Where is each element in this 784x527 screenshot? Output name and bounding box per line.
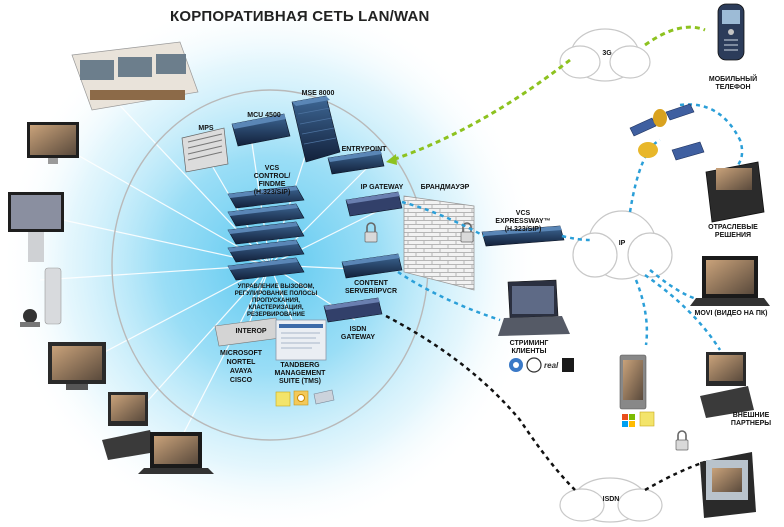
content-server-label: CONTENT SERVER/IPVCR <box>345 280 397 295</box>
mps-label: MPS <box>198 125 214 132</box>
mse-label: MSE 8000 <box>301 90 335 97</box>
lotus-icon-small <box>639 411 655 427</box>
lock-icon-isdn <box>675 430 689 451</box>
entrypoint-label: ENTRYPOINT <box>341 146 387 153</box>
ip-gateway[interactable] <box>345 191 403 217</box>
mobile-phone[interactable] <box>717 3 745 61</box>
streaming-label: СТРИМИНГ КЛИЕНТЫ <box>509 340 549 355</box>
link-satellite-industry <box>679 103 744 166</box>
interop-label: INTEROP <box>235 328 267 335</box>
vendor-avaya: AVAYA <box>229 368 253 375</box>
cloud-isdn-label: ISDN <box>602 496 620 503</box>
quicktime-icon <box>509 358 523 372</box>
vcs-expressway-label: VCS EXPRESSWAY™ (H.323/SIP) <box>495 210 551 233</box>
streaming-laptop[interactable] <box>498 279 570 336</box>
link-isdn <box>385 314 576 491</box>
vcs-expressway[interactable] <box>481 225 565 247</box>
lock-icon-1 <box>364 222 378 243</box>
firewall-label: БРАНДМАУЭР <box>420 184 470 191</box>
isdn-room-system[interactable] <box>700 452 756 518</box>
envelope-icon <box>313 389 335 405</box>
link-ip-movi <box>649 269 701 302</box>
vendor-microsoft: MICROSOFT <box>220 350 262 357</box>
pda-device[interactable] <box>619 354 647 410</box>
link-3g-entrypoint <box>391 58 571 162</box>
link-3g-mobile <box>644 25 706 47</box>
firewall <box>403 195 475 291</box>
link-ipgw-expressway <box>401 200 485 238</box>
svg-text:real: real <box>544 361 559 370</box>
industry-case[interactable] <box>705 161 765 223</box>
cloud-3g <box>559 28 651 82</box>
movi-laptop[interactable] <box>690 256 770 306</box>
content-server[interactable] <box>341 253 403 279</box>
laptop-endpoint[interactable] <box>138 432 214 474</box>
personal-videophone-1[interactable] <box>48 342 106 390</box>
mps-unit[interactable] <box>181 127 229 173</box>
media-icon <box>562 358 574 372</box>
isdn-gateway[interactable] <box>323 297 383 323</box>
vendor-nortel: NORTEL <box>226 359 256 366</box>
personal-videophone-2[interactable] <box>102 392 156 460</box>
codec-display-2[interactable] <box>8 192 64 262</box>
cloud-ip <box>572 210 673 280</box>
movi-label: MOVI (ВИДЕО НА ПК) <box>694 310 768 317</box>
camera-endpoint[interactable] <box>20 267 62 327</box>
arrow-entrypoint <box>386 154 397 165</box>
call-control-label: УПРАВЛЕНИЕ ВЫЗОВОМ, РЕГУЛИРОВАНИЕ ПОЛОСЫ… <box>234 284 318 318</box>
ip-gateway-label: IP GATEWAY <box>360 184 404 191</box>
vcs-control-stack[interactable] <box>227 185 305 281</box>
realplayer-icon: real <box>526 357 559 373</box>
tms-label: TANDBERG MANAGEMENT SUITE (TMS) <box>274 362 326 385</box>
link-isdn-room <box>644 460 706 492</box>
industry-label: ОТРАСЛЕВЫЕ РЕШЕНИЯ <box>708 224 758 239</box>
cloud-3g-label: 3G <box>602 50 612 57</box>
codec-display-1[interactable] <box>27 122 79 164</box>
satellite <box>629 103 705 161</box>
isdn-gateway-label: ISDN GATEWAY <box>340 326 376 341</box>
cloud-ip-label: IP <box>618 240 626 247</box>
link-expressway-ip <box>561 234 591 242</box>
link-ip-satellite <box>628 138 661 213</box>
cloud-isdn <box>559 477 663 523</box>
mobile-label: МОБИЛЬНЫЙ ТЕЛЕФОН <box>708 76 758 91</box>
tms-console[interactable] <box>275 319 327 361</box>
partners-label: ВНЕШНИЕ ПАРТНЕРЫ <box>730 412 772 427</box>
vendor-cisco: CISCO <box>229 377 253 384</box>
vcs-control-label: VCS CONTROL/ FINDME (H.323/SIP) <box>253 165 291 196</box>
page-title: КОРПОРАТИВНАЯ СЕТЬ LAN/WAN <box>170 8 430 25</box>
mcu-4500[interactable] <box>231 113 291 147</box>
partner-videophone[interactable] <box>700 352 754 418</box>
entrypoint[interactable] <box>327 149 385 175</box>
mse-8000[interactable] <box>291 95 341 163</box>
lotus-notes-icon <box>275 391 291 407</box>
windows-logo-icon <box>622 414 635 427</box>
link-content-streaming <box>397 270 501 322</box>
link-ip-pda <box>634 279 649 346</box>
link-ip-partners <box>644 273 722 351</box>
mcu-label: MCU 4500 <box>247 112 281 119</box>
lock-icon-2 <box>460 222 474 243</box>
outlook-icon <box>293 390 309 406</box>
telepresence-room[interactable] <box>71 41 199 111</box>
